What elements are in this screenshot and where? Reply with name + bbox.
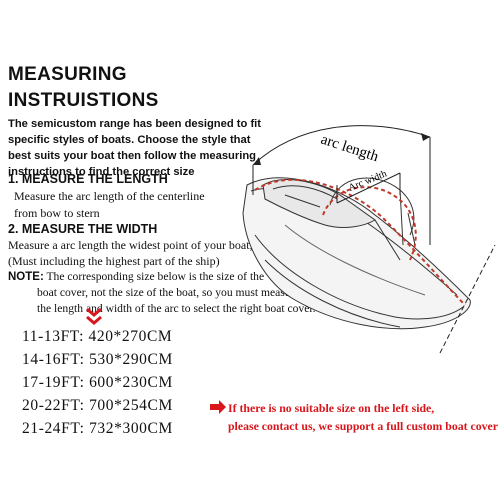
step2-line1: Measure a arc length the widest point of…	[8, 238, 253, 252]
step1-line2: from bow to stern	[14, 206, 100, 220]
centerline-arc	[254, 178, 466, 306]
step1-title: 1. MEASURE THE LENGTH	[8, 172, 168, 186]
arrow-head-right	[421, 133, 430, 141]
custom-note-line1: If there is no suitable size on the left…	[228, 401, 435, 415]
intro-paragraph: The semicustom range has been designed t…	[8, 118, 262, 178]
arc-length-label: arc length	[319, 132, 381, 166]
step2-line2: (Must including the highest part of the …	[8, 254, 220, 268]
chevron-down-icon	[86, 307, 102, 325]
size-row: 20-22FT: 700*254CM	[22, 397, 173, 415]
size-row: 11-13FT: 420*270CM	[22, 328, 172, 346]
axis-dashed-line	[439, 244, 496, 354]
step1-line1: Measure the arc length of the centerline	[14, 189, 205, 203]
arc-width-dimension	[336, 172, 401, 204]
size-dims: 420*270CM	[88, 328, 173, 345]
note-label: NOTE:	[8, 271, 44, 283]
boat-diagram: arc length Arc width	[242, 125, 496, 354]
size-row: 14-16FT: 530*290CM	[22, 351, 173, 369]
size-dims: 530*290CM	[89, 351, 173, 368]
width-arc	[322, 186, 417, 261]
size-dims: 600*230CM	[89, 374, 173, 391]
size-row: 17-19FT: 600*230CM	[22, 374, 173, 392]
cabin-window-line	[272, 185, 338, 200]
rail-line	[284, 224, 426, 296]
size-range: 21-24FT:	[22, 420, 85, 437]
size-dims: 700*254CM	[89, 397, 173, 414]
note-line2: boat cover, not the size of the boat, so…	[37, 286, 300, 299]
step2-title: 2. MEASURE THE WIDTH	[8, 222, 158, 236]
cabin-outline	[262, 179, 376, 228]
arc-length-dimension	[252, 125, 431, 166]
hull-keel-line	[264, 259, 401, 328]
size-dims: 732*300CM	[89, 420, 173, 437]
note-text-1: The corresponding size below is the size…	[43, 270, 265, 283]
size-range: 11-13FT:	[22, 328, 85, 345]
arrow-right-icon	[210, 400, 226, 414]
bimini-post	[399, 189, 404, 246]
bimini-post-2	[407, 212, 416, 246]
size-range: 20-22FT:	[22, 397, 85, 414]
note-line3: the length and width of the arc to selec…	[37, 302, 316, 315]
page-title-line1: MEASURING	[8, 64, 127, 85]
size-range: 14-16FT:	[22, 351, 85, 368]
console-line	[374, 219, 401, 261]
size-range: 17-19FT:	[22, 374, 85, 391]
page-title-line2: INSTRUISTIONS	[8, 90, 159, 111]
custom-note-line2: please contact us, we support a full cus…	[228, 419, 498, 433]
cabin-detail-line	[284, 194, 321, 208]
note-line1: NOTE: The corresponding size below is th…	[8, 268, 264, 286]
size-row: 21-24FT: 732*300CM	[22, 420, 173, 438]
hull-lower-line	[254, 234, 464, 320]
arrow-head-left	[253, 157, 261, 165]
